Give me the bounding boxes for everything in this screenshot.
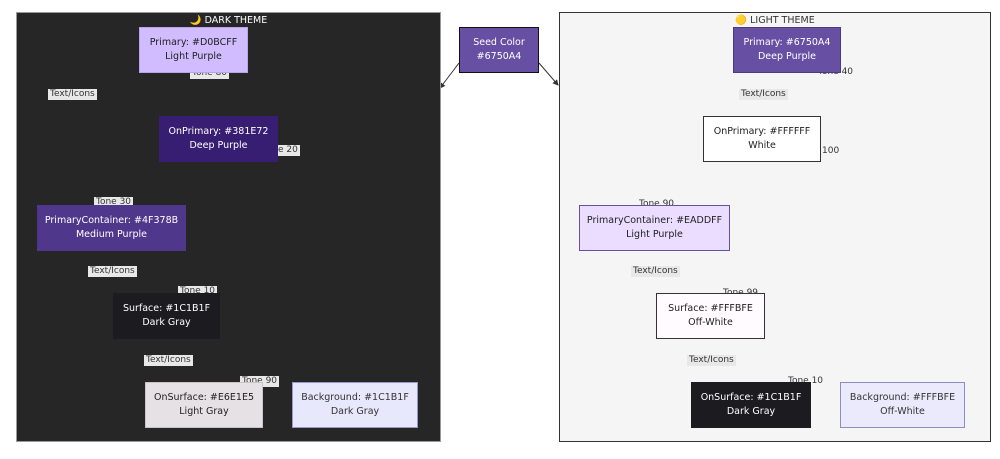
edge-seed-to-light <box>538 62 559 86</box>
light-theme-title: 🟡 LIGHT THEME <box>735 15 815 26</box>
dark-surface-name: Dark Gray <box>142 317 191 328</box>
dark-primary-label: Primary: #D0BCFF <box>149 37 238 48</box>
dark-onsurface-name: Light Gray <box>179 406 229 417</box>
light-surface-node: Surface: #FFFBFE Off-White <box>656 293 765 339</box>
dark-tone-label-primary: Tone 80 <box>190 68 230 79</box>
light-surface-label: Surface: #FFFBFE <box>668 303 753 314</box>
dark-theme-title: 🌙 DARK THEME <box>189 15 268 26</box>
dark-tone-label-onsurface: Tone 90 <box>240 376 280 387</box>
dark-onsurface-node: OnSurface: #E6E1E5 Light Gray <box>145 382 263 428</box>
light-primary-name: Deep Purple <box>757 51 817 62</box>
dark-tone-label-container: Tone 30 <box>94 197 134 208</box>
light-background-label: Background: #FFFBFE <box>849 392 956 403</box>
light-primary-node: Primary: #6750A4 Deep Purple <box>733 27 841 73</box>
light-background-node: Background: #FFFBFE Off-White <box>840 382 965 428</box>
light-tone-label-onsurface: Tone 10 <box>786 376 826 387</box>
dark-primary-container-name: Medium Purple <box>75 229 147 240</box>
dark-tone-label-onprimary: e 20 <box>276 145 300 156</box>
dark-primary-container-label: PrimaryContainer: #4F378B <box>44 215 179 226</box>
light-onprimary-name: White <box>748 140 776 151</box>
light-tone-label-onprimary: 100 <box>820 146 842 157</box>
dark-edge-label-2: Text/Icons <box>88 266 137 277</box>
dark-edge-label-3: Text/Icons <box>144 355 193 366</box>
dark-background-name: Dark Gray <box>330 406 380 417</box>
light-edge-label-3: Text/Icons <box>687 355 736 366</box>
edge-seed-to-dark <box>439 62 460 89</box>
light-onprimary-node: OnPrimary: #FFFFFF White <box>703 116 821 162</box>
dark-onprimary-node: OnPrimary: #381E72 Deep Purple <box>159 116 278 162</box>
light-edge-label-2: Text/Icons <box>631 266 680 277</box>
light-tone-label-container: Tone 90 <box>637 199 677 210</box>
light-primary-container-label: PrimaryContainer: #EADDFF <box>586 215 723 226</box>
dark-surface-label: Surface: #1C1B1F <box>122 303 211 314</box>
dark-edge-label-1: Text/Icons <box>48 89 97 100</box>
dark-background-node: Background: #1C1B1F Dark Gray <box>292 382 418 428</box>
dark-onprimary-label: OnPrimary: #381E72 <box>168 126 269 137</box>
dark-primary-container-node: PrimaryContainer: #4F378B Medium Purple <box>37 205 186 251</box>
light-primary-container-name: Light Purple <box>626 229 683 240</box>
seed-color-label: Seed Color <box>473 37 525 48</box>
light-primary-container-node: PrimaryContainer: #EADDFF Light Purple <box>579 205 730 251</box>
light-edge-label-1: Text/Icons <box>739 89 788 100</box>
dark-tone-label-surface: Tone 10 <box>178 286 218 297</box>
seed-color-node: Seed Color #6750A4 <box>459 27 539 73</box>
light-onsurface-label: OnSurface: #1C1B1F <box>700 392 802 403</box>
dark-background-label: Background: #1C1B1F <box>301 392 409 403</box>
dark-primary-node: Primary: #D0BCFF Light Purple <box>139 27 248 73</box>
seed-color-value: #6750A4 <box>476 51 522 62</box>
light-background-name: Off-White <box>880 406 925 417</box>
light-primary-label: Primary: #6750A4 <box>743 37 831 48</box>
dark-onsurface-label: OnSurface: #E6E1E5 <box>153 392 254 403</box>
light-surface-name: Off-White <box>688 317 733 328</box>
dark-surface-node: Surface: #1C1B1F Dark Gray <box>113 293 220 339</box>
dark-primary-name: Light Purple <box>165 51 222 62</box>
light-onsurface-node: OnSurface: #1C1B1F Dark Gray <box>691 382 811 428</box>
light-onsurface-name: Dark Gray <box>726 406 776 417</box>
dark-onprimary-name: Deep Purple <box>189 140 248 151</box>
light-onprimary-label: OnPrimary: #FFFFFF <box>713 126 811 137</box>
